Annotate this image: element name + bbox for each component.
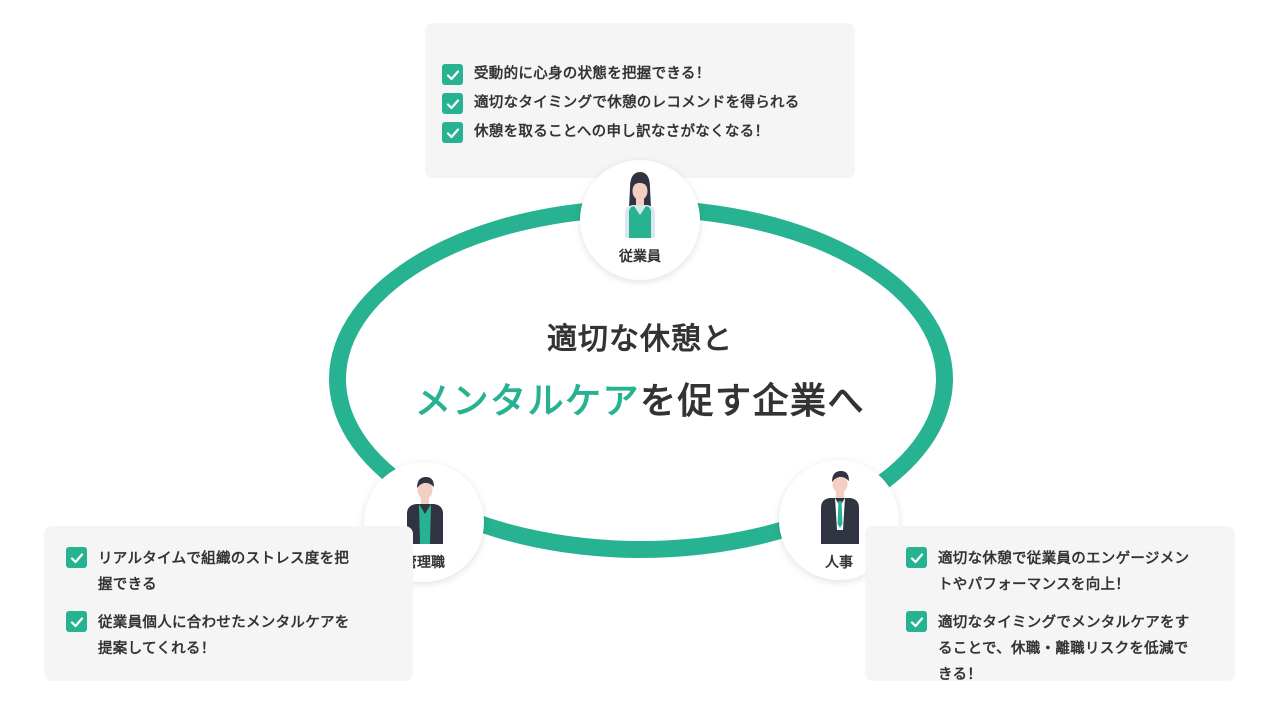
check-icon bbox=[442, 93, 463, 114]
headline-line-2: メンタルケアを促す企業へ bbox=[0, 372, 1280, 424]
headline-rest: を促す企業へ bbox=[640, 381, 866, 422]
benefit-text: 適切なタイミングで休憩のレコメンドを得られる bbox=[474, 95, 800, 111]
check-icon bbox=[66, 547, 87, 568]
benefit-text: リアルタイムで組織のストレス度を把握できる bbox=[98, 551, 350, 593]
check-icon bbox=[66, 611, 87, 632]
check-icon bbox=[442, 122, 463, 143]
benefit-text: 適切なタイミングでメンタルケアをすることで、休職・離職リスクを低減できる！ bbox=[938, 615, 1190, 683]
hr-benefit-item: 適切な休憩で従業員のエンゲージメントやパフォーマンスを向上！ bbox=[906, 546, 1235, 598]
employee-benefit-item: 適切なタイミングで休憩のレコメンドを得られる bbox=[442, 92, 855, 114]
headline-line-1: 適切な休憩と bbox=[547, 322, 733, 357]
benefit-text: 適切な休憩で従業員のエンゲージメントやパフォーマンスを向上！ bbox=[938, 551, 1190, 593]
role-label-hr: 人事 bbox=[825, 555, 853, 571]
employee-benefit-item: 受動的に心身の状態を把握できる！ bbox=[442, 63, 855, 85]
female-employee-icon bbox=[625, 172, 655, 238]
role-manager: 管理職 bbox=[364, 462, 484, 582]
role-employee: 従業員 bbox=[580, 160, 700, 280]
hr-benefit-item: 適切なタイミングでメンタルケアをすることで、休職・離職リスクを低減できる！ bbox=[906, 610, 1235, 688]
hr-benefits-card: 適切な休憩で従業員のエンゲージメントやパフォーマンスを向上！ 適切なタイミングで… bbox=[865, 526, 1235, 683]
employee-benefits-card: 受動的に心身の状態を把握できる！ 適切なタイミングで休憩のレコメンドを得られる … bbox=[425, 23, 855, 178]
employee-benefit-item: 休憩を取ることへの申し訳なさがなくなる！ bbox=[442, 121, 855, 143]
manager-icon bbox=[407, 477, 443, 544]
role-label-manager: 管理職 bbox=[403, 555, 445, 571]
check-icon bbox=[442, 64, 463, 85]
check-icon bbox=[906, 611, 927, 632]
manager-benefits-card: リアルタイムで組織のストレス度を把握できる 従業員個人に合わせたメンタルケアを提… bbox=[44, 526, 413, 681]
check-icon bbox=[906, 547, 927, 568]
benefit-text: 休憩を取ることへの申し訳なさがなくなる！ bbox=[474, 124, 770, 140]
manager-benefit-item: リアルタイムで組織のストレス度を把握できる bbox=[66, 546, 413, 598]
hr-staff-icon bbox=[821, 471, 859, 544]
benefit-text: 受動的に心身の状態を把握できる！ bbox=[474, 66, 711, 82]
manager-benefit-item: 従業員個人に合わせたメンタルケアを提案してくれる！ bbox=[66, 610, 413, 662]
role-label-employee: 従業員 bbox=[619, 249, 661, 265]
headline-accent: メンタルケア bbox=[414, 381, 640, 422]
benefit-text: 従業員個人に合わせたメンタルケアを提案してくれる！ bbox=[98, 615, 350, 657]
